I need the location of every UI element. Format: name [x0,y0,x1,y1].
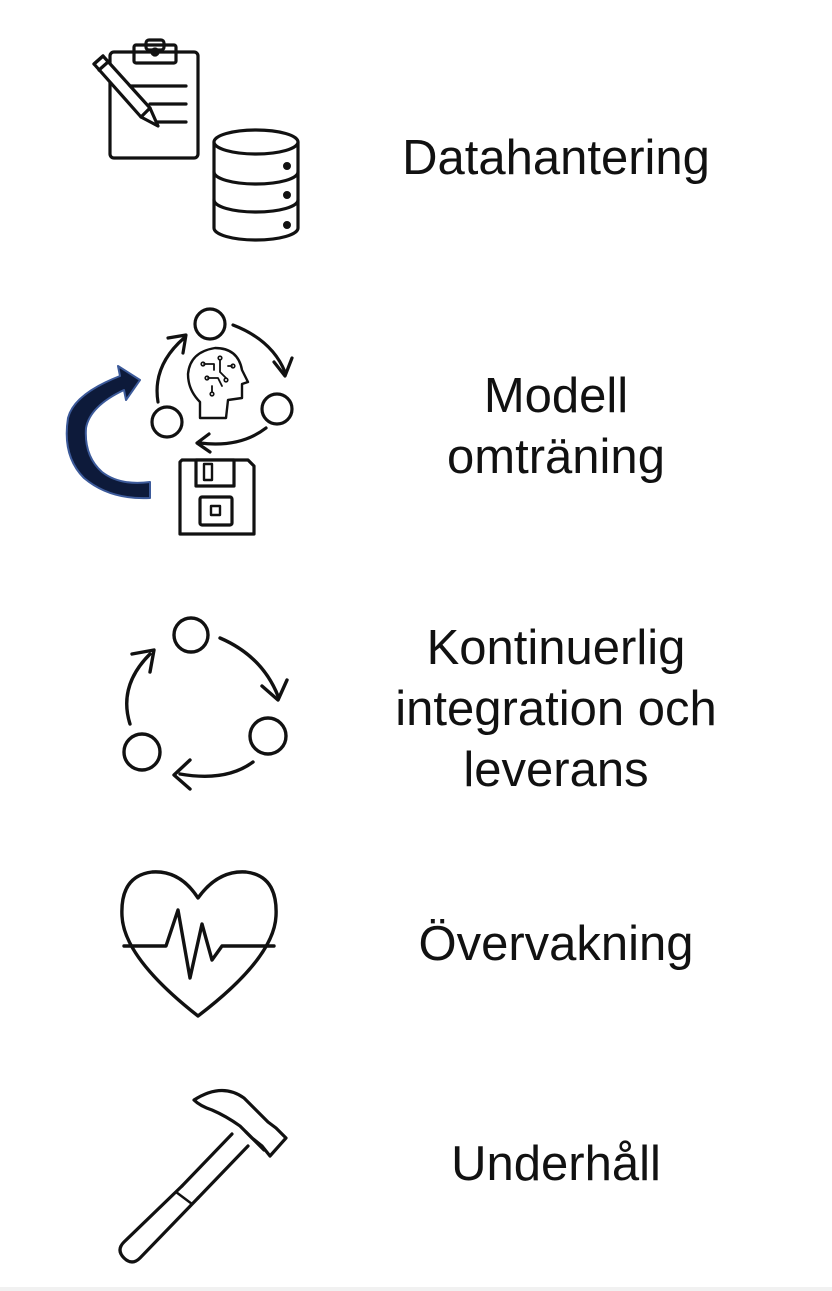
clipboard-database-icon [92,38,300,242]
step-model-retraining: Modell omträning [0,290,832,550]
step-label: Övervakning [370,914,742,975]
label-line: Underhåll [451,1137,661,1191]
step-label: Datahantering [370,128,742,189]
label-line: omträning [447,430,665,484]
step-label: Underhåll [370,1134,742,1195]
step-label: Kontinuerlig integration och leverans [370,618,742,801]
label-line: integration och [395,682,717,736]
label-line: Kontinuerlig [426,621,686,675]
cycle-arrows-icon [122,616,289,791]
hammer-icon [118,1088,288,1264]
label-line: Modell [483,369,629,423]
step-continuous-integration-delivery: Kontinuerlig integration och leverans [0,590,832,820]
bottom-divider [0,1287,832,1291]
step-monitoring: Övervakning [0,850,832,1040]
model-retraining-icon [65,307,294,536]
label-line: Datahantering [402,131,710,185]
label-line: leverans [463,743,649,797]
step-label: Modell omträning [370,366,742,488]
heart-pulse-icon [120,870,278,1018]
step-maintenance: Underhåll [0,1070,832,1270]
step-data-management: Datahantering [0,0,832,260]
label-line: Övervakning [418,917,694,971]
